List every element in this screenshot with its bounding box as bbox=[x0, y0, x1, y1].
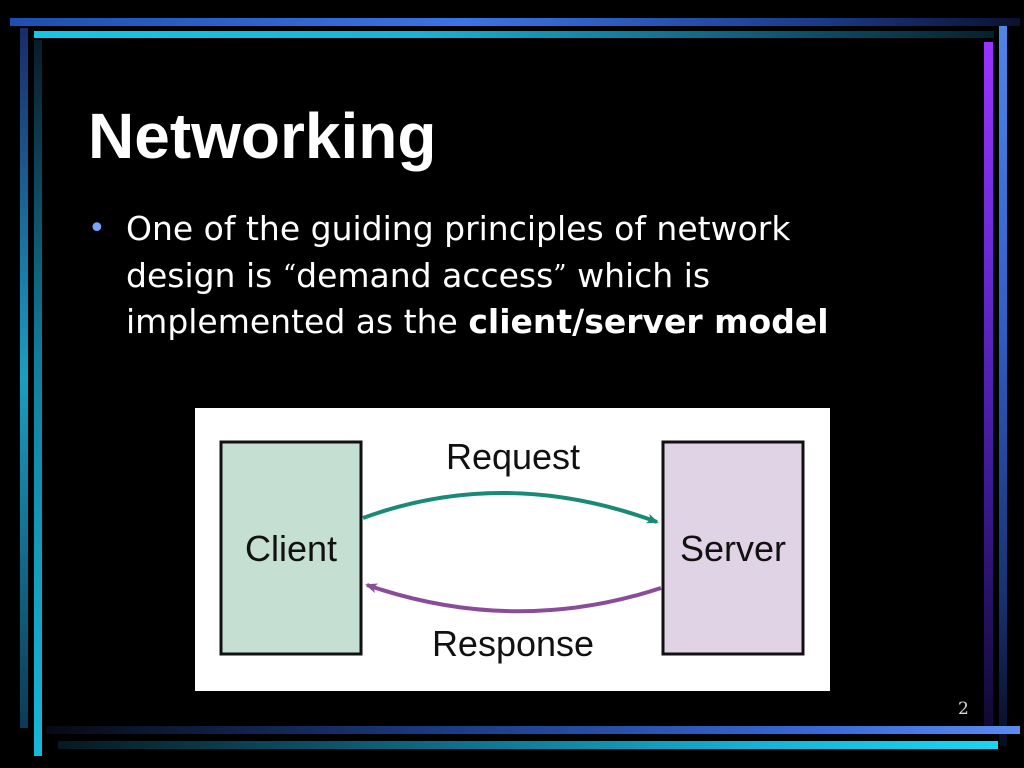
close-quote: ” bbox=[553, 260, 567, 290]
diagram-canvas: Client Server Request Response bbox=[219, 436, 805, 664]
bullet-dot-icon: • bbox=[88, 211, 106, 246]
client-label: Client bbox=[245, 528, 337, 569]
server-box bbox=[661, 440, 805, 656]
bullet-text-trail: which is implemented as the bbox=[126, 256, 711, 341]
request-label: Request bbox=[446, 436, 580, 477]
response-arrow bbox=[365, 583, 662, 614]
response-label: Response bbox=[432, 623, 594, 664]
server-label: Server bbox=[680, 528, 786, 569]
top-border-bar-inner bbox=[34, 31, 994, 38]
quoted-phrase: demand access bbox=[296, 256, 554, 295]
slide-title: Networking bbox=[88, 100, 437, 172]
open-quote: “ bbox=[282, 260, 297, 290]
right-border-bar bbox=[999, 26, 1007, 746]
client-server-diagram: Client Server Request Response bbox=[195, 408, 830, 691]
bullet-text-lead: One of the guiding principles of network… bbox=[126, 209, 791, 295]
bullet-item: • One of the guiding principles of netwo… bbox=[88, 206, 908, 345]
client-box bbox=[219, 440, 363, 656]
bottom-border-bar-inner bbox=[46, 726, 1020, 734]
bullet-text: One of the guiding principles of network… bbox=[88, 206, 908, 345]
client-server-model-term: client/server model bbox=[468, 302, 829, 341]
request-arrow bbox=[362, 491, 659, 524]
bottom-border-bar bbox=[58, 741, 998, 749]
right-border-bar-inner bbox=[984, 42, 993, 732]
page-number: 2 bbox=[958, 699, 969, 719]
top-border-bar bbox=[10, 18, 1020, 26]
left-border-bar-inner bbox=[34, 40, 42, 756]
left-border-bar bbox=[20, 28, 28, 728]
